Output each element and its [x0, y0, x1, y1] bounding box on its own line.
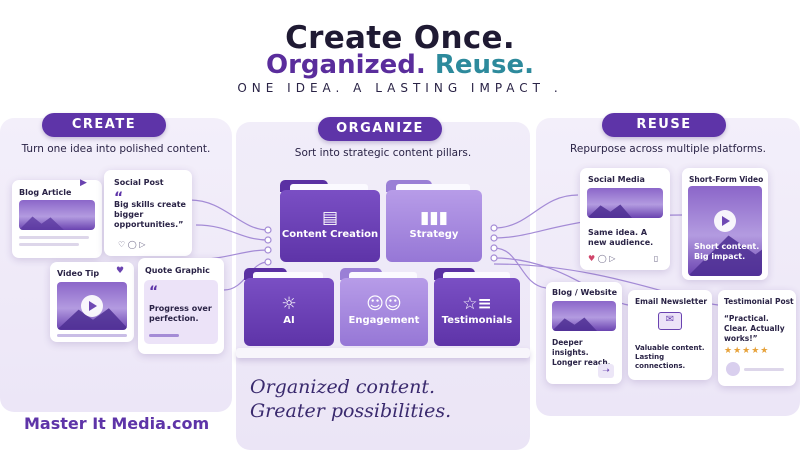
rating-stars-icon: ★★★★★: [724, 346, 770, 356]
star-list-icon: ☆≡: [462, 293, 492, 314]
blog-website-title: Blog / Website: [552, 288, 617, 297]
folder-label-ai: AI: [283, 314, 295, 326]
avatar: [726, 362, 740, 376]
connector-social: [195, 224, 269, 241]
connector-blog-web: [493, 247, 547, 289]
quote-icon: “: [149, 284, 159, 300]
video-tip-title: Video Tip: [57, 269, 100, 278]
mountain-image: [19, 200, 95, 230]
social-media-text: Same idea. A new audience.: [588, 228, 654, 247]
blog-website-card[interactable]: Blog / Website Deeper insights. Longer r…: [546, 282, 622, 384]
social-actions-icons: ♥ ◯ ▷ ▯: [588, 254, 659, 263]
folder-content-creation[interactable]: ▤ Content Creation: [280, 180, 380, 262]
title-organized: Organized.: [266, 50, 426, 80]
connector-social-media: [493, 194, 579, 229]
play-icon[interactable]: [81, 295, 103, 317]
organize-tagline-line-1: Organized content.: [250, 376, 436, 398]
testimonial-post-text: “Practical. Clear. Actually works!”: [724, 314, 785, 343]
blog-website-text: Deeper insights. Longer reach.: [552, 338, 611, 367]
social-post-title: Social Post: [114, 178, 164, 187]
quote-graphic-title: Quote Graphic: [145, 266, 210, 275]
shelf: [236, 348, 530, 358]
video-tip-card[interactable]: Video Tip ♥: [50, 262, 134, 342]
play-icon[interactable]: [714, 210, 736, 232]
folder-testimonials[interactable]: ☆≡ Testimonials: [434, 268, 520, 346]
document-icon: ▤: [321, 207, 339, 228]
social-media-title: Social Media: [588, 175, 645, 184]
short-form-video-text: Short content. Big impact.: [694, 242, 760, 261]
folder-label-content-creation: Content Creation: [281, 228, 379, 240]
email-newsletter-card[interactable]: Email Newsletter ✉ Valuable content. Las…: [628, 290, 712, 380]
quote-icon: “: [114, 190, 124, 206]
folder-strategy[interactable]: ▮▮▮ Strategy: [386, 180, 482, 262]
organize-tagline-line-2: Greater possibilities.: [250, 400, 452, 422]
mountain-image: [552, 301, 616, 331]
blog-article-card[interactable]: Blog Article: [12, 180, 102, 258]
organize-label: ORGANIZE: [318, 117, 442, 141]
title-line-1: Create Once.: [285, 20, 515, 56]
bar-chart-icon: ▮▮▮: [419, 207, 449, 228]
blog-article-title: Blog Article: [19, 188, 72, 197]
people-icon: ☺☺: [366, 293, 402, 314]
folder-ai[interactable]: ☼ AI: [244, 268, 334, 346]
folder-label-testimonials: Testimonials: [441, 314, 513, 326]
testimonial-post-card[interactable]: Testimonial Post “Practical. Clear. Actu…: [718, 290, 796, 386]
brand-logo-text[interactable]: Master It Media.com: [24, 414, 210, 433]
video-thumbnail[interactable]: [57, 282, 127, 330]
quote-graphic-text: Progress over perfection.: [149, 304, 212, 323]
envelope-icon: ✉: [658, 312, 682, 330]
arrow-right-icon[interactable]: ➝: [598, 364, 614, 378]
short-form-video-card[interactable]: Short-Form Video Short content. Big impa…: [682, 168, 768, 280]
social-media-card[interactable]: Social Media Same idea. A new audience. …: [580, 168, 670, 270]
video-camera-icon: ▶: [80, 178, 87, 188]
title-reuse: Reuse.: [434, 50, 534, 80]
create-subtitle: Turn one idea into polished content.: [21, 143, 211, 155]
organize-subtitle: Sort into strategic content pillars.: [294, 147, 472, 159]
video-thumbnail[interactable]: Short content. Big impact.: [688, 186, 762, 276]
quote-graphic-card[interactable]: Quote Graphic “ Progress over perfection…: [138, 258, 224, 354]
email-newsletter-text: Valuable content. Lasting connections.: [635, 344, 705, 370]
folder-label-engagement: Engagement: [348, 314, 420, 326]
short-form-video-title: Short-Form Video: [689, 175, 764, 184]
social-post-card[interactable]: Social Post “ Big skills create bigger o…: [104, 170, 192, 256]
mountain-image: [587, 188, 663, 218]
lightbulb-icon: ☼: [281, 293, 297, 314]
heart-icon: ♥: [116, 266, 125, 276]
social-actions-icons: ♡ ◯ ▷: [118, 240, 146, 249]
folder-label-strategy: Strategy: [409, 228, 459, 240]
social-post-text: Big skills create bigger opportunities.”: [114, 200, 186, 229]
connector-blog: [189, 199, 269, 231]
create-label: CREATE: [42, 113, 166, 137]
email-newsletter-title: Email Newsletter: [635, 297, 708, 306]
tagline: ONE IDEA. A LASTING IMPACT .: [237, 81, 563, 95]
title-line-2: Organized. Reuse.: [0, 50, 800, 80]
testimonial-post-title: Testimonial Post: [724, 297, 794, 306]
reuse-subtitle: Repurpose across multiple platforms.: [570, 143, 766, 155]
reuse-label: REUSE: [602, 113, 726, 137]
folder-engagement[interactable]: ☺☺ Engagement: [340, 268, 428, 346]
